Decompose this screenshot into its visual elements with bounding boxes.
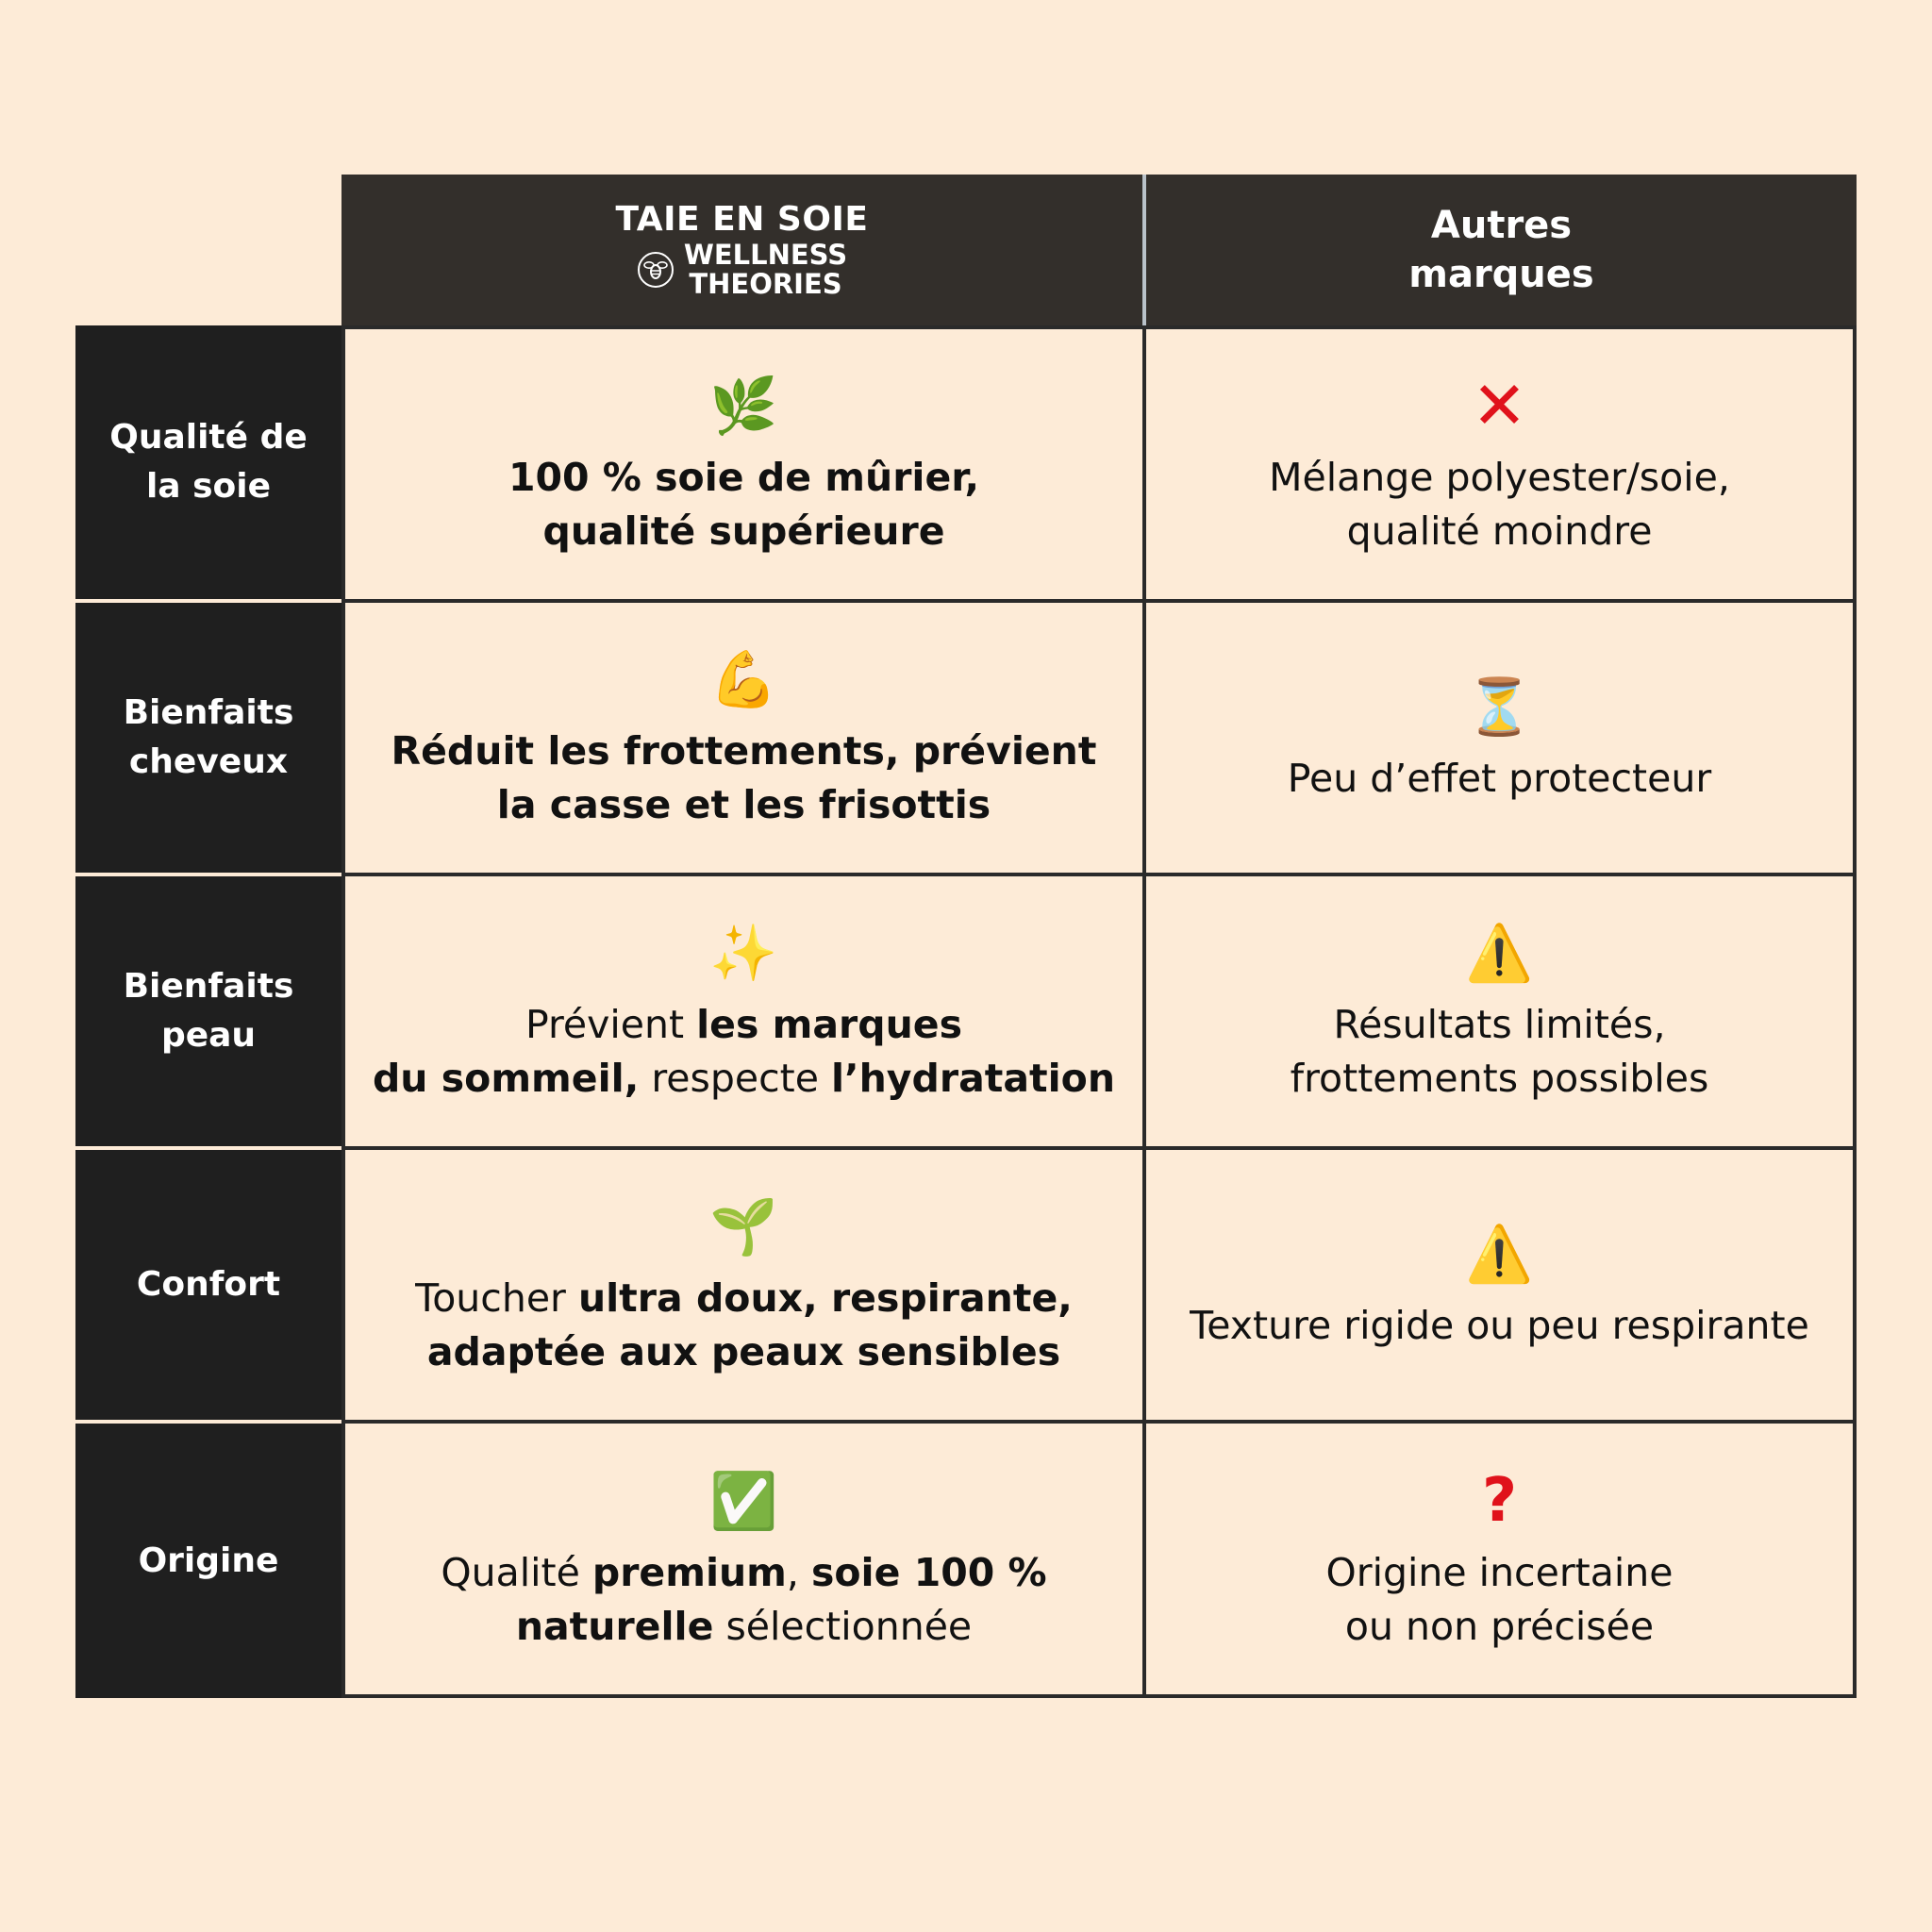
cell-text-line2: la casse et les frisottis [496, 782, 991, 827]
cell-brand-confort: 🌱 Toucher ultra doux, respirante, adapté… [345, 1150, 1142, 1420]
brand-logo: WELLNESS THEORIES [637, 241, 847, 299]
cell-other-peau: ⚠️ Résultats limités, frottements possib… [1146, 876, 1853, 1146]
herb-icon: 🌿 [709, 374, 778, 438]
row-label-origine: Origine [75, 1424, 341, 1698]
other-title-line2: marques [1408, 253, 1594, 296]
text-regular: Toucher [415, 1275, 578, 1321]
header-separator [1142, 175, 1146, 325]
row-label-line1: Confort [136, 1265, 281, 1304]
cell-text-line2: adaptée aux peaux sensibles [415, 1325, 1073, 1379]
row-label-line1: Qualité de [109, 418, 308, 457]
cell-text-line2: ou non précisée [1344, 1603, 1655, 1649]
comparison-table: TAIE EN SOIE WELLNESS THEORIES Autres ma… [75, 175, 1857, 1698]
hourglass-icon: ⏳ [1465, 674, 1534, 739]
text-bold: l’hydratation [830, 1056, 1116, 1101]
brand-name-line2: THEORIES [689, 268, 842, 300]
bee-logo-icon [637, 251, 675, 289]
row-label-line2: la soie [145, 467, 272, 506]
warning-icon: ⚠️ [1465, 921, 1534, 985]
text-bold: soie 100 % [810, 1549, 1047, 1595]
row-divider [341, 1420, 1857, 1424]
cell-text-line1: Résultats limités, [1333, 1002, 1666, 1047]
cell-text-line1: Qualité premium, soie 100 % [441, 1546, 1046, 1600]
brand-name: WELLNESS THEORIES [684, 241, 847, 299]
row-label-peau: Bienfaits peau [75, 876, 341, 1146]
other-title-line1: Autres [1430, 204, 1573, 247]
row-divider [341, 873, 1857, 876]
text-regular: , [786, 1549, 811, 1595]
cell-text-line2: qualité supérieure [542, 508, 945, 554]
cell-text-line1: Réduit les frottements, prévient [391, 728, 1097, 774]
row-label-line1: Origine [138, 1541, 279, 1580]
brand-title: TAIE EN SOIE [615, 200, 869, 239]
row-divider [341, 1146, 1857, 1150]
table-grid [341, 325, 1857, 1698]
cell-text-line1: Texture rigide ou peu respirante [1190, 1302, 1809, 1348]
cross-mark-icon: ✕ [1472, 367, 1527, 444]
cell-brand-peau: ✨ Prévient les marques du sommeil, respe… [345, 876, 1142, 1146]
text-bold: naturelle [515, 1603, 714, 1649]
row-label-line1: Bienfaits [123, 693, 294, 732]
brand-name-line1: WELLNESS [683, 239, 848, 271]
cell-brand-cheveux: 💪 Réduit les frottements, prévient la ca… [345, 603, 1142, 873]
row-label-cheveux: Bienfaits cheveux [75, 603, 341, 873]
cell-text-line1: Mélange polyester/soie, [1269, 455, 1730, 500]
text-regular: Prévient [525, 1002, 697, 1047]
row-label-line2: cheveux [128, 742, 289, 781]
header-other: Autres marques [1146, 175, 1857, 325]
row-label-line2: peau [160, 1016, 257, 1055]
cell-text-line1: Origine incertaine [1325, 1549, 1674, 1595]
sparkles-icon: ✨ [709, 921, 778, 985]
cell-text-line1: Toucher ultra doux, respirante, [415, 1272, 1073, 1325]
cell-text-line1: Peu d’effet protecteur [1287, 755, 1712, 801]
row-label-confort: Confort [75, 1150, 341, 1420]
cell-text-line2: naturelle sélectionnée [441, 1600, 1046, 1654]
column-divider [1142, 325, 1146, 1698]
text-bold: du sommeil, [372, 1056, 640, 1101]
seedling-icon: 🌱 [709, 1194, 778, 1258]
row-divider [341, 599, 1857, 603]
text-bold: adaptée aux peaux sensibles [426, 1329, 1061, 1374]
check-mark-button-icon: ✅ [709, 1468, 778, 1533]
row-label-line1: Bienfaits [123, 967, 294, 1006]
cell-text-line2: du sommeil, respecte l’hydratation [373, 1052, 1115, 1106]
text-regular: respecte [639, 1056, 831, 1101]
text-bold: les marques [696, 1002, 963, 1047]
text-regular: sélectionnée [713, 1603, 973, 1649]
cell-text-line2: qualité moindre [1346, 508, 1653, 554]
cell-other-qualite: ✕ Mélange polyester/soie, qualité moindr… [1146, 329, 1853, 599]
text-bold: premium [591, 1549, 787, 1595]
flexed-biceps-icon: 💪 [709, 647, 778, 711]
cell-other-cheveux: ⏳ Peu d’effet protecteur [1146, 603, 1853, 873]
cell-text-line2: frottements possibles [1290, 1056, 1709, 1101]
header-brand: TAIE EN SOIE WELLNESS THEORIES [341, 175, 1142, 325]
cell-brand-qualite: 🌿 100 % soie de mûrier, qualité supérieu… [345, 329, 1142, 599]
row-label-qualite: Qualité de la soie [75, 325, 341, 599]
question-mark-icon: ? [1481, 1465, 1518, 1536]
cell-brand-origine: ✅ Qualité premium, soie 100 % naturelle … [345, 1424, 1142, 1694]
cell-other-confort: ⚠️ Texture rigide ou peu respirante [1146, 1150, 1853, 1420]
text-regular: Qualité [441, 1549, 592, 1595]
text-bold: ultra doux, respirante, [577, 1275, 1073, 1321]
cell-other-origine: ? Origine incertaine ou non précisée [1146, 1424, 1853, 1694]
cell-text-line1: 100 % soie de mûrier, [508, 455, 980, 500]
warning-icon: ⚠️ [1465, 1221, 1534, 1286]
cell-text-line1: Prévient les marques [373, 998, 1115, 1052]
